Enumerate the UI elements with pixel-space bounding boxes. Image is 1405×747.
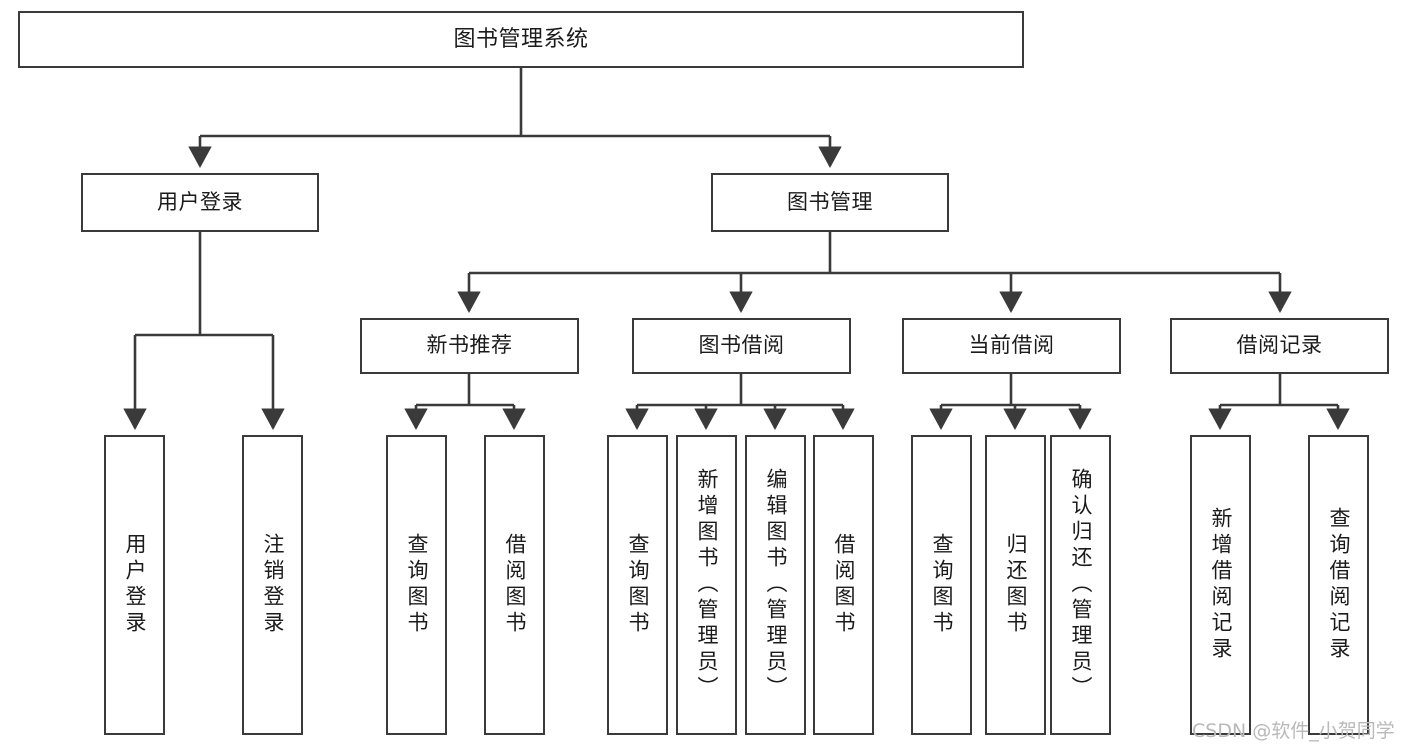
node-leaf-edit-book-label: 编辑图书（管理员） [764, 468, 787, 702]
node-leaf-add-book-label: 新增图书（管理员） [695, 468, 718, 702]
csdn-watermark: CSDN @软件_小贺同学 [1192, 720, 1395, 742]
node-leaf-borrow-book-2[interactable]: 借阅图书 [813, 435, 874, 735]
node-leaf-query-book-3-label: 查询图书 [930, 533, 953, 637]
node-leaf-user-login-label: 用户登录 [123, 533, 146, 637]
node-book-management-label: 图书管理 [787, 190, 873, 214]
node-new-book-recommend[interactable]: 新书推荐 [360, 318, 579, 374]
node-new-book-recommend-label: 新书推荐 [426, 334, 513, 358]
node-leaf-query-record[interactable]: 查询借阅记录 [1308, 435, 1369, 735]
node-current-borrow[interactable]: 当前借阅 [902, 318, 1121, 374]
node-leaf-user-login[interactable]: 用户登录 [104, 435, 165, 735]
node-leaf-return-book[interactable]: 归还图书 [985, 435, 1046, 735]
node-leaf-add-record-label: 新增借阅记录 [1209, 507, 1232, 663]
node-book-borrow[interactable]: 图书借阅 [632, 318, 851, 374]
node-leaf-borrow-book-1[interactable]: 借阅图书 [484, 435, 545, 735]
node-borrow-record-label: 借阅记录 [1236, 334, 1323, 358]
node-leaf-logout-label: 注销登录 [261, 533, 284, 637]
node-leaf-query-book-2[interactable]: 查询图书 [607, 435, 668, 735]
node-borrow-record[interactable]: 借阅记录 [1170, 318, 1389, 374]
node-leaf-query-book-1-label: 查询图书 [405, 533, 428, 637]
node-book-borrow-label: 图书借阅 [698, 334, 785, 358]
node-leaf-query-book-3[interactable]: 查询图书 [911, 435, 972, 735]
node-root-label: 图书管理系统 [453, 26, 589, 52]
node-leaf-edit-book[interactable]: 编辑图书（管理员） [745, 435, 806, 735]
node-leaf-add-record[interactable]: 新增借阅记录 [1190, 435, 1251, 735]
node-leaf-return-book-label: 归还图书 [1004, 533, 1027, 637]
node-leaf-query-record-label: 查询借阅记录 [1327, 507, 1350, 663]
node-leaf-confirm-return-label: 确认归还（管理员） [1069, 468, 1092, 702]
node-leaf-borrow-book-2-label: 借阅图书 [832, 533, 855, 637]
node-leaf-logout[interactable]: 注销登录 [242, 435, 303, 735]
node-leaf-borrow-book-1-label: 借阅图书 [503, 533, 526, 637]
node-root[interactable]: 图书管理系统 [18, 11, 1024, 68]
node-leaf-add-book[interactable]: 新增图书（管理员） [676, 435, 737, 735]
node-book-management[interactable]: 图书管理 [711, 173, 949, 232]
node-leaf-query-book-2-label: 查询图书 [626, 533, 649, 637]
node-user-login-label: 用户登录 [157, 190, 243, 214]
node-current-borrow-label: 当前借阅 [968, 334, 1055, 358]
node-leaf-confirm-return[interactable]: 确认归还（管理员） [1050, 435, 1111, 735]
node-user-login[interactable]: 用户登录 [81, 173, 319, 232]
node-leaf-query-book-1[interactable]: 查询图书 [386, 435, 447, 735]
